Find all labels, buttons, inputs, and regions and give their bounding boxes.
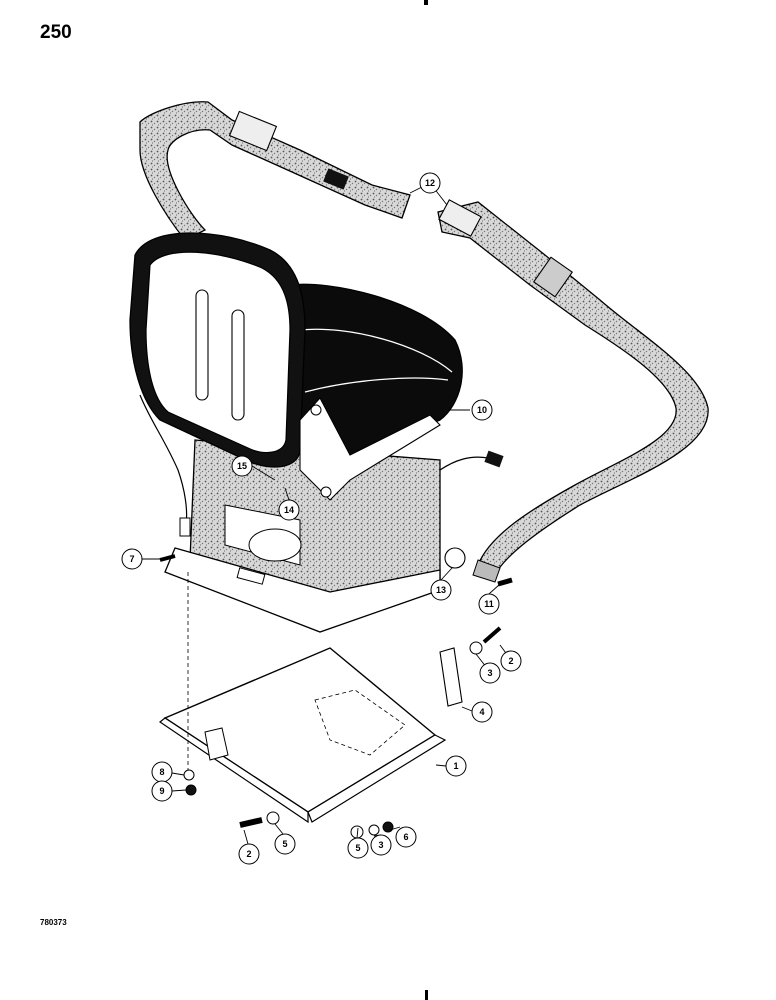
callout-label-3-lower: 3 — [378, 840, 383, 850]
callout-label-5-left: 5 — [282, 839, 287, 849]
callout-label-1: 1 — [453, 761, 458, 771]
mounting-plate — [158, 647, 447, 824]
callout-label-9: 9 — [159, 786, 164, 796]
callout-label-11: 12 — [425, 178, 435, 188]
page-mark-bottom — [425, 990, 428, 1000]
callouts: 12 10 15 14 7 13 11 2 3 — [121, 172, 522, 865]
callout-6 — [395, 826, 417, 848]
callout-12 — [478, 593, 500, 615]
callout-15 — [231, 455, 253, 477]
callout-label-15: 15 — [237, 461, 247, 471]
callout-label-7: 7 — [129, 554, 134, 564]
document-code: 780373 — [40, 918, 67, 927]
callout-4 — [471, 701, 493, 723]
callout-3-upper — [479, 662, 501, 684]
callout-label-10: 10 — [477, 405, 487, 415]
callout-7 — [121, 548, 143, 570]
callout-9 — [151, 780, 173, 802]
callout-14 — [278, 499, 300, 521]
page-number: 250 — [40, 22, 72, 43]
callout-2-lower — [238, 843, 260, 865]
callout-2-upper — [500, 650, 522, 672]
callout-label-2-lower: 2 — [246, 849, 251, 859]
callout-label-8: 8 — [159, 767, 164, 777]
callout-11 — [419, 172, 441, 194]
callout-label-14: 14 — [284, 505, 294, 515]
seat — [129, 232, 504, 537]
seat-belt-left — [139, 101, 411, 241]
seat-suspension — [164, 439, 441, 633]
callout-label-6: 6 — [403, 832, 408, 842]
callout-label-3-upper: 3 — [487, 668, 492, 678]
callout-1 — [445, 755, 467, 777]
page-mark-top — [424, 0, 428, 5]
callout-10 — [471, 399, 493, 421]
callout-5-left — [274, 833, 296, 855]
callout-5-right — [347, 837, 369, 859]
seat-belt-right — [437, 199, 709, 583]
callout-label-5-right: 5 — [355, 843, 360, 853]
callout-label-12: 11 — [484, 599, 494, 609]
callout-label-2-upper: 2 — [508, 656, 513, 666]
callout-label-13: 13 — [436, 585, 446, 595]
callout-13 — [430, 579, 452, 601]
callout-label-4: 4 — [479, 707, 484, 717]
callout-3-lower — [370, 834, 392, 856]
